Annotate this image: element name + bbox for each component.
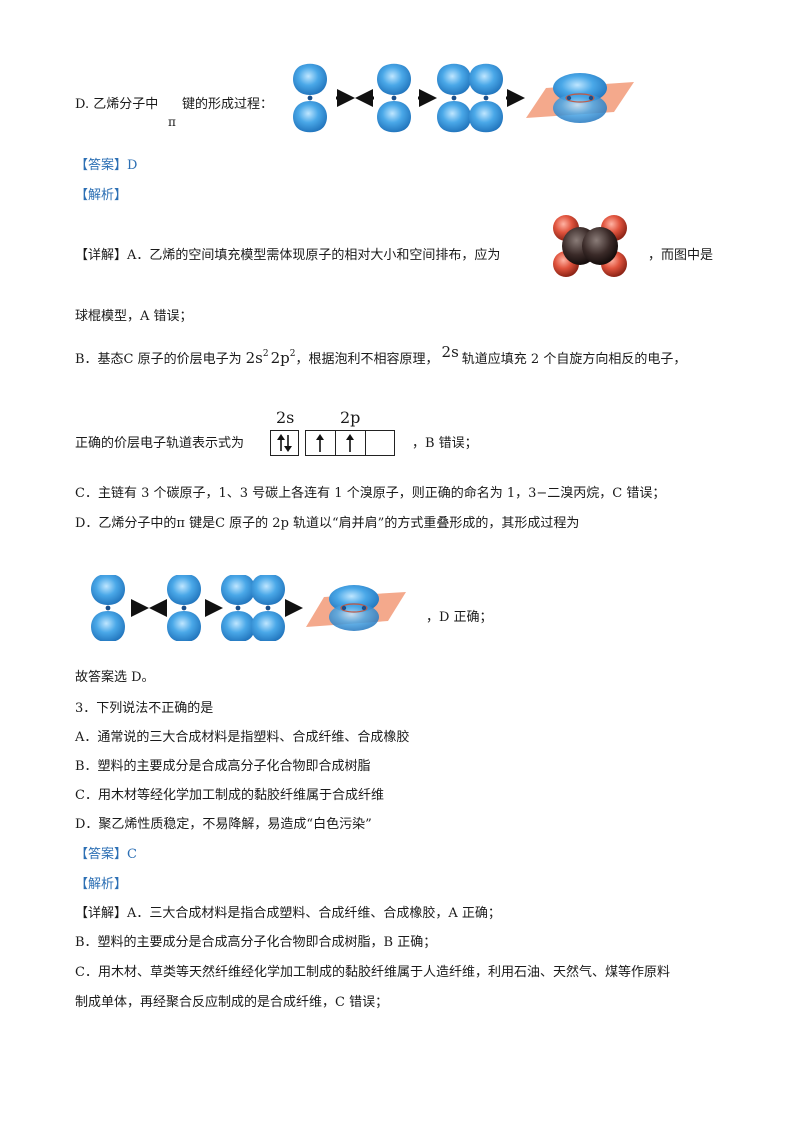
q2-detail-b-line2-post: ，B 错误；	[412, 436, 478, 451]
q3-detail-b: B．塑料的主要成分是合成高分子化合物即合成树脂，B 正确；	[75, 935, 437, 950]
q2-detail-d-tail: ，D 正确；	[426, 610, 493, 625]
q3-answer: 【答案】C	[75, 847, 137, 862]
q2-detail-b-pre: B．基态C 原子的价层电子为	[75, 352, 242, 367]
q2-detail-b-line2-pre: 正确的价层电子轨道表示式为	[75, 436, 245, 451]
orbital-label-2s: 2s	[276, 408, 295, 427]
q2-detail-d: D．乙烯分子中的π 键是C 原子的 2p 轨道以“肩并肩”的方式重叠形成的，其形…	[75, 516, 580, 531]
ethylene-space-filling-model	[553, 215, 627, 277]
q2-detail-a-line2: 球棍模型，A 错误；	[75, 309, 193, 324]
q2-detail-a-line1-tail: ，而图中是	[648, 248, 714, 263]
q3-option-b: B．塑料的主要成分是合成高分子化合物即合成树脂	[75, 759, 371, 774]
q3-option-c: C．用木材等经化学加工制成的黏胶纤维属于合成纤维	[75, 788, 384, 803]
q3-option-d: D．聚乙烯性质稳定，不易降解，易造成“白色污染”	[75, 817, 372, 832]
orbital-2p-cell-1	[306, 431, 336, 455]
orbital-box-2p	[305, 430, 395, 456]
orbital-2p-cell-3	[366, 431, 394, 455]
q3-option-a: A．通常说的三大合成材料是指塑料、合成纤维、合成橡胶	[75, 730, 410, 745]
q2-option-d-suffix: 键的形成过程：	[182, 97, 274, 112]
q3-analysis-label: 【解析】	[75, 877, 128, 892]
pi-bond-formation-diagram-bottom	[91, 575, 406, 641]
electron-config-2p-sup: 2	[289, 349, 296, 359]
orbital-box-2s	[270, 430, 299, 456]
up-arrow-icon	[316, 434, 324, 452]
electron-config-2p: 2p	[270, 349, 290, 367]
q2-detail-b-post: 轨道应填充 2 个自旋方向相反的电子，	[461, 352, 687, 367]
electron-config-2s-sup: 2	[262, 349, 269, 359]
orbital-label-2p: 2p	[340, 408, 361, 427]
electron-config-2s: 2s	[245, 349, 263, 367]
q3-detail-c-line2: 制成单体，再经聚合反应制成的是合成纤维，C 错误；	[75, 995, 389, 1010]
pi-symbol: π	[168, 115, 176, 129]
pi-bond-formation-diagram-top	[293, 63, 634, 133]
q2-answer: 【答案】D	[75, 158, 138, 173]
q2-detail-a-line1: 【详解】A．乙烯的空间填充模型需体现原子的相对大小和空间排布，应为	[75, 248, 501, 263]
orbital-2s-term: 2s	[441, 343, 459, 361]
q3-detail-c-line1: C．用木材、草类等天然纤维经化学加工制成的黏胶纤维属于人造纤维，利用石油、天然气…	[75, 965, 670, 980]
up-arrow-icon	[346, 434, 354, 452]
q2-conclusion: 故答案选 D。	[75, 670, 155, 685]
q3-detail-a: 【详解】A．三大合成材料是指合成塑料、合成纤维、合成橡胶，A 正确；	[75, 906, 501, 921]
q2-option-d-prefix: D. 乙烯分子中	[75, 97, 159, 112]
q2-detail-c: C．主链有 3 个碳原子，1、3 号碳上各连有 1 个溴原子，则正确的命名为 1…	[75, 486, 666, 501]
orbital-2p-cell-2	[336, 431, 366, 455]
q2-detail-b-mid: ，根据泡利不相容原理，	[295, 352, 439, 367]
up-down-arrow-icon	[277, 434, 292, 452]
q2-analysis-label: 【解析】	[75, 188, 128, 203]
q3-stem: 3．下列说法不正确的是	[75, 701, 214, 716]
